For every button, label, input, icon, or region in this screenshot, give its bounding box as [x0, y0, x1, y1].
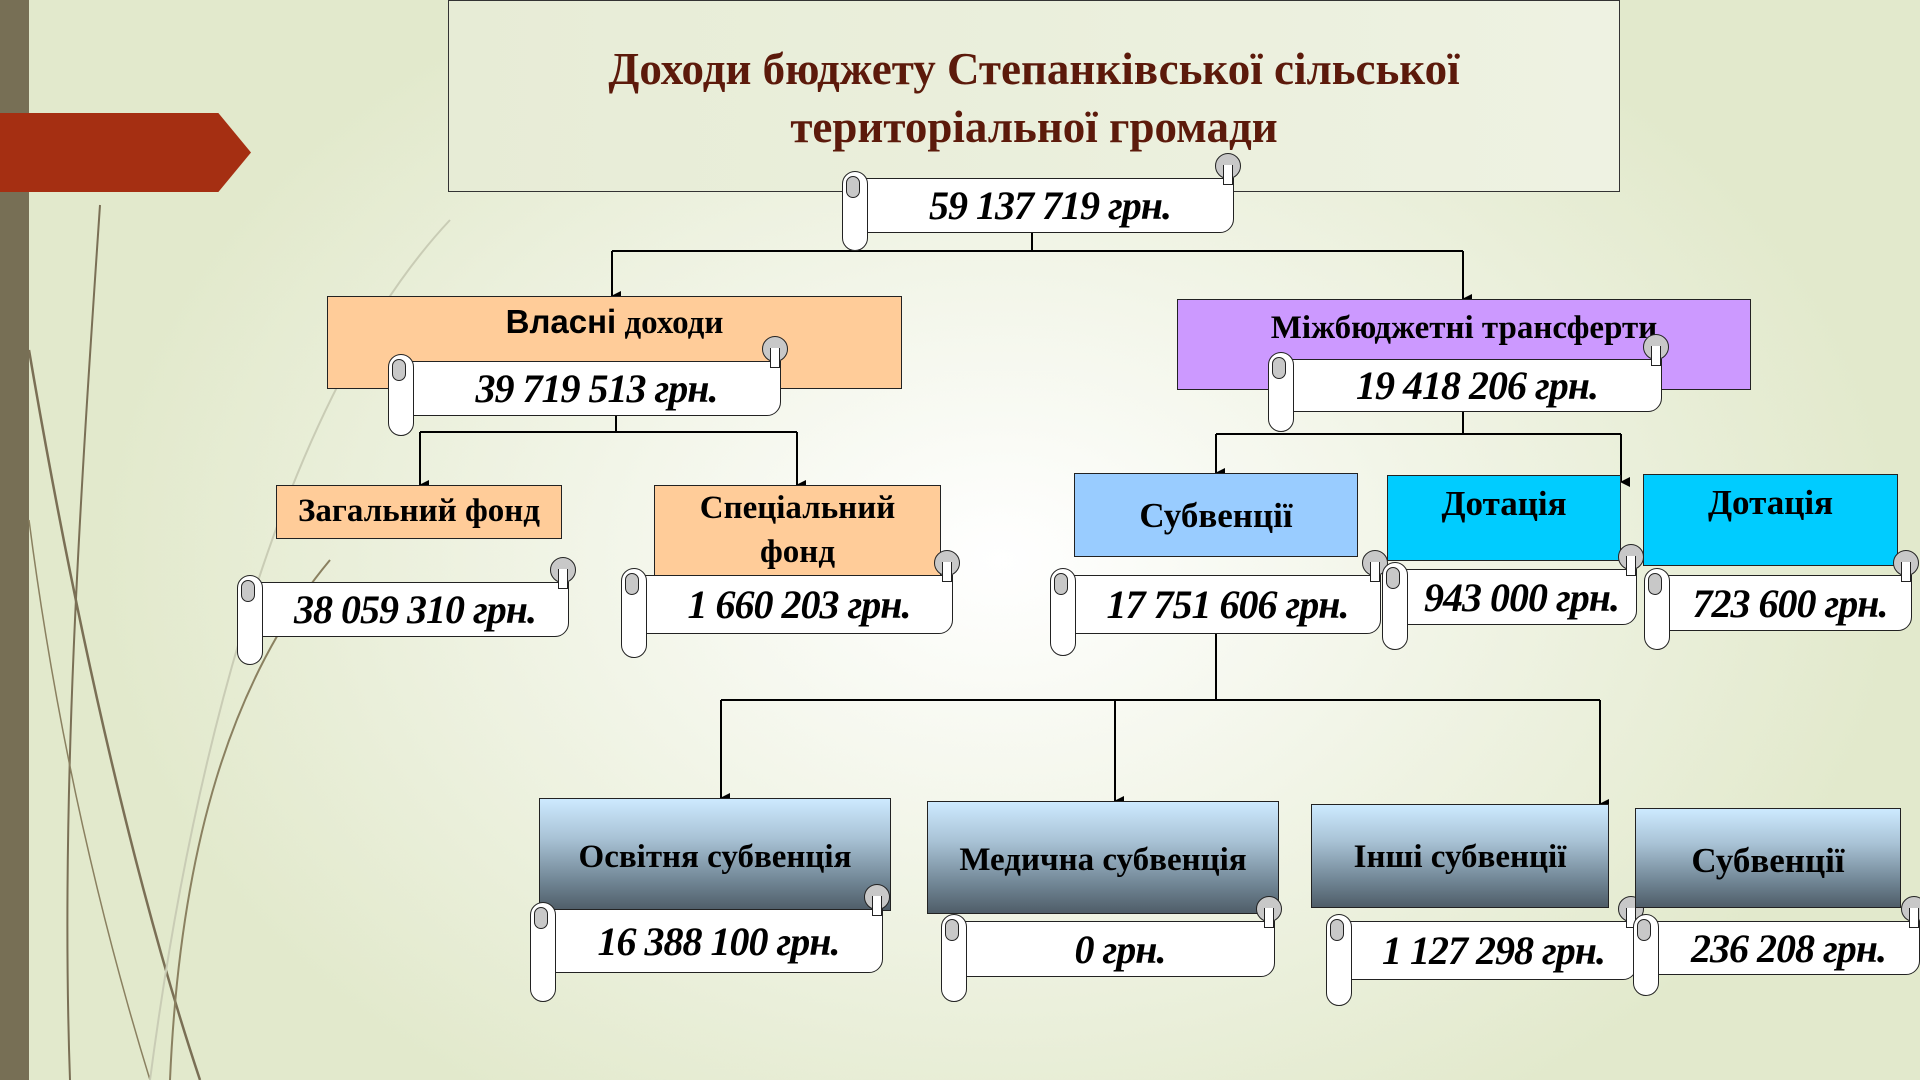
dotation-1-scroll: 943 000 грн. [1382, 544, 1644, 650]
education-subvention-box: Освітня субвенція [539, 798, 891, 911]
special-fund-label-2: фонд [759, 534, 836, 570]
total-value: 59 137 719 грн. [929, 183, 1172, 228]
medical-subvention-label: Медична субвенція [959, 842, 1247, 878]
subventions-label: Субвенції [1139, 496, 1293, 535]
scroll-curl-icon [762, 336, 788, 368]
scroll-roll-icon [842, 171, 868, 251]
education-subvention-scroll: 16 388 100 грн. [530, 884, 890, 1002]
scroll-roll-icon [1382, 562, 1408, 650]
total-scroll: 59 137 719 грн. [842, 153, 1241, 251]
own-revenue-value: 39 719 513 грн. [475, 366, 719, 411]
own-revenue-label-2: доходи [624, 305, 724, 341]
special-fund-value: 1 660 203 грн. [687, 582, 912, 627]
medical-subvention-value: 0 грн. [1074, 926, 1167, 972]
scroll-curl-icon [1256, 896, 1282, 928]
scroll-curl-icon [934, 550, 960, 582]
subventions-2-value: 236 208 грн. [1691, 925, 1887, 971]
subventions-2-label: Субвенції [1691, 841, 1845, 880]
transfers-scroll: 19 418 206 грн. [1268, 334, 1669, 432]
scroll-roll-icon [1326, 914, 1352, 1006]
scroll-roll-icon [1268, 352, 1294, 432]
subventions-scroll: 17 751 606 грн. [1050, 550, 1388, 656]
scroll-roll-icon [941, 914, 967, 1002]
other-subventions-scroll: 1 127 298 грн. [1326, 896, 1644, 1006]
transfers-value: 19 418 206 грн. [1356, 363, 1599, 408]
scroll-curl-icon [1618, 544, 1644, 576]
scroll-roll-icon [388, 354, 414, 436]
scroll-curl-icon [1643, 334, 1669, 366]
general-fund-scroll: 38 059 310 грн. [237, 557, 576, 665]
scroll-roll-icon [621, 568, 647, 658]
connector-subventions [721, 634, 1600, 701]
special-fund-scroll: 1 660 203 грн. [621, 550, 960, 658]
medical-subvention-scroll: 0 грн. [941, 896, 1282, 1002]
dotation-2-label: Дотація [1707, 483, 1834, 522]
special-fund-box: Спеціальний фонд [654, 485, 941, 576]
subventions-2-scroll: 236 208 грн. [1633, 896, 1920, 996]
subventions-value: 17 751 606 грн. [1106, 582, 1350, 627]
scroll-curl-icon [1893, 550, 1919, 582]
title-box: Доходи бюджету Степанківської сільської … [448, 0, 1620, 192]
medical-subvention-box: Медична субвенція [927, 801, 1279, 914]
dotation-2-scroll: 723 600 грн. [1644, 550, 1919, 650]
title-line-2: територіальної громади [790, 102, 1278, 152]
scroll-curl-icon [864, 884, 890, 916]
dotation-2-value: 723 600 грн. [1692, 580, 1889, 626]
scroll-curl-icon [550, 557, 576, 589]
scroll-roll-icon [1633, 914, 1659, 996]
own-revenue-label-1: Власні [505, 303, 617, 340]
dotation-1-box: Дотація [1387, 475, 1621, 561]
scroll-curl-icon [1901, 896, 1920, 928]
dotation-2-box: Дотація [1643, 474, 1898, 566]
general-fund-value: 38 059 310 грн. [294, 587, 537, 632]
special-fund-label-1: Спеціальний [699, 490, 896, 526]
transfers-label: Міжбюджетні трансферти [1270, 310, 1658, 346]
dotation-1-label: Дотація [1441, 484, 1567, 523]
scroll-curl-icon [1215, 153, 1241, 185]
subventions-2-box: Субвенції [1635, 808, 1901, 908]
education-subvention-value: 16 388 100 грн. [597, 918, 841, 964]
connector-root [612, 233, 1463, 252]
education-subvention-label: Освітня субвенція [578, 839, 852, 875]
general-fund-box: Загальний фонд [276, 485, 562, 539]
subventions-box: Субвенції [1074, 473, 1358, 557]
scroll-roll-icon [530, 902, 556, 1002]
general-fund-label: Загальний фонд [298, 493, 540, 529]
own-revenue-scroll: 39 719 513 грн. [388, 336, 788, 436]
scroll-roll-icon [237, 575, 263, 665]
other-subventions-box: Інші субвенції [1311, 804, 1609, 908]
red-arrow-shape [0, 113, 251, 192]
title-line-1: Доходи бюджету Степанківської сільської [608, 44, 1460, 94]
other-subventions-label: Інші субвенції [1353, 839, 1567, 875]
other-subventions-value: 1 127 298 грн. [1382, 928, 1606, 973]
scroll-roll-icon [1050, 568, 1076, 656]
dotation-1-value: 943 000 грн. [1424, 574, 1620, 620]
scroll-roll-icon [1644, 568, 1670, 650]
